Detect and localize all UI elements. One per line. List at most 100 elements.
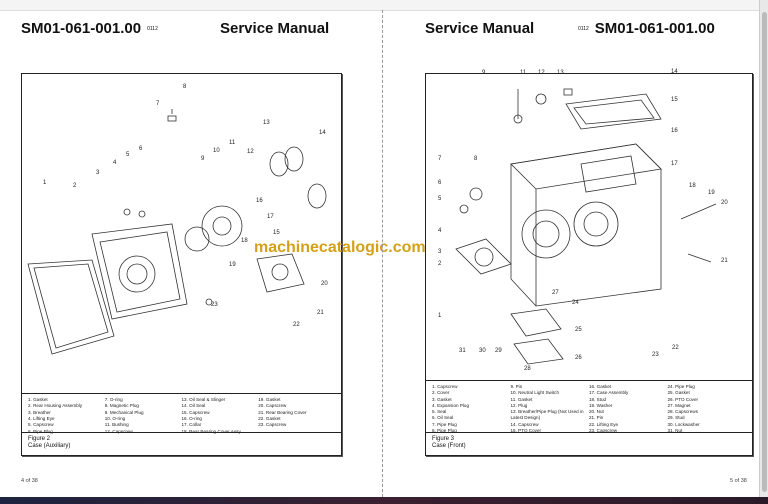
callout-number: 29 (495, 348, 502, 354)
left-page-header: SM01-061-001.00 0112 (21, 20, 164, 37)
left-page-title: Service Manual (220, 20, 330, 37)
legend-item: 6. Pipe Plug (28, 428, 53, 434)
legend-item: 13. Breather/Pipe Plug (Not Used in Late… (510, 409, 584, 420)
legend-item: 27. Magnet (667, 402, 691, 408)
legend-item: 1. Capscrew (432, 384, 458, 389)
legend-item: 6. Oil Seal (432, 415, 454, 421)
legend-item: 5. Capscrew (28, 422, 54, 428)
page-number-right: 5 of 38 (730, 478, 747, 484)
legend-item: 8. Magnetic Plug (104, 403, 139, 409)
callout-number: 23 (652, 352, 659, 358)
legend-item: 12. Capscrew (104, 428, 133, 434)
scrollbar-thumb[interactable] (762, 12, 767, 492)
callout-number: 1 (43, 180, 47, 186)
revision: 0112 (147, 26, 158, 33)
callout-number: 21 (721, 258, 728, 264)
callout-number: 11 (520, 70, 527, 76)
legend-item: 18. Rear Bearing Cover Assy (181, 428, 241, 434)
legend-item: 16. Gasket (589, 384, 612, 389)
callout-number: 15 (273, 230, 280, 236)
legend-item: 15. Capscrew (181, 409, 210, 415)
legend-item: 4. Expansion Plug (432, 402, 470, 408)
callout-number: 9 (482, 70, 486, 76)
legend-item: 10. Neutral Light Switch (510, 390, 560, 396)
figure-title: Case (Auxiliary) (28, 443, 71, 449)
callout-number: 23 (211, 302, 218, 308)
callout-number: 18 (689, 183, 696, 189)
callout-number: 6 (139, 146, 143, 152)
figure-label: Figure 2 (28, 436, 51, 442)
legend-item: 25. Gasket (667, 390, 690, 396)
callout-number: 22 (672, 345, 679, 351)
legend-item: 14. Oil Seal (181, 403, 206, 409)
legend-item: 15. PTO Cover (510, 427, 542, 433)
legend-item: 28. Capscrews (667, 409, 698, 414)
legend-item: 23. Capscrew (589, 427, 618, 433)
legend-item: 14. Capscrew (510, 421, 539, 427)
callout-number: 22 (293, 322, 300, 328)
legend-item: 4. Lifting Eye (28, 415, 55, 421)
callout-number: 3 (96, 170, 100, 176)
callout-number: 3 (438, 249, 442, 255)
legend-item: 21. Rear Bearing Cover (258, 409, 307, 415)
legend-item: 8. Pipe Plug (432, 427, 457, 433)
legend-item: 5. Seal (432, 409, 447, 414)
callout-number: 31 (459, 348, 466, 354)
legend-item: 3. Gasket (432, 396, 452, 402)
legend-item: 11. Gasket (510, 396, 533, 402)
callout-number: 14 (319, 130, 326, 136)
legend-item: 22. Lifting Eye (589, 421, 619, 427)
exploded-diagram-auxiliary-case (27, 109, 327, 355)
callout-number: 20 (721, 200, 728, 206)
callout-number: 7 (438, 156, 442, 162)
legend-item: 22. Gasket (258, 415, 281, 421)
callout-number: 17 (671, 161, 678, 167)
callout-number: 1 (438, 313, 442, 319)
callout-number: 8 (474, 156, 478, 162)
legend-item: 21. Pin (589, 415, 604, 421)
exploded-diagram-front-case (455, 88, 717, 365)
callout-number: 16 (671, 128, 678, 134)
callout-number: 2 (438, 261, 442, 267)
callout-number: 13 (557, 70, 564, 76)
legend-item: 12. Plug (510, 402, 528, 408)
page-divider (382, 10, 383, 497)
taskbar-strip (0, 497, 768, 504)
callout-number: 7 (156, 101, 160, 107)
legend-item: 18. Stud (589, 396, 607, 402)
callout-number: 27 (552, 290, 559, 296)
callout-number: 4 (113, 160, 117, 166)
callout-number: 18 (241, 238, 248, 244)
legend-item: 2. Cover (432, 390, 450, 396)
figure-caption: Figure 3 Case (Front) (426, 432, 752, 455)
callout-number: 4 (438, 228, 442, 234)
doc-number: SM01-061-001.00 (594, 20, 715, 37)
legend-item: 16. O-ring (181, 415, 202, 421)
vertical-scrollbar[interactable] (759, 0, 768, 497)
doc-number: SM01-061-001.00 (21, 20, 142, 37)
page-number-left: 4 of 38 (21, 478, 38, 484)
callout-number: 28 (524, 366, 531, 372)
legend-item: 26. PTO Cover (667, 396, 699, 402)
callout-number: 12 (247, 149, 254, 155)
callout-number: 21 (317, 310, 324, 316)
callout-number: 8 (183, 84, 187, 90)
legend-item: 31. Nut (667, 427, 683, 433)
callout-number: 16 (256, 198, 263, 204)
callout-number: 9 (201, 156, 205, 162)
callout-number: 20 (321, 281, 328, 287)
legend-item: 23. Capscrew (258, 422, 287, 428)
figure-label: Figure 3 (432, 436, 455, 442)
callout-number: 15 (671, 97, 678, 103)
callout-number: 6 (438, 180, 442, 186)
callout-number: 30 (479, 348, 486, 354)
legend-item: 11. Bushing (104, 422, 129, 428)
legend-item: 3. Breather (28, 409, 51, 415)
callout-number: 11 (229, 140, 236, 146)
callout-number: 5 (126, 152, 130, 158)
callout-number: 19 (708, 190, 715, 196)
right-page-title: Service Manual (425, 20, 535, 37)
